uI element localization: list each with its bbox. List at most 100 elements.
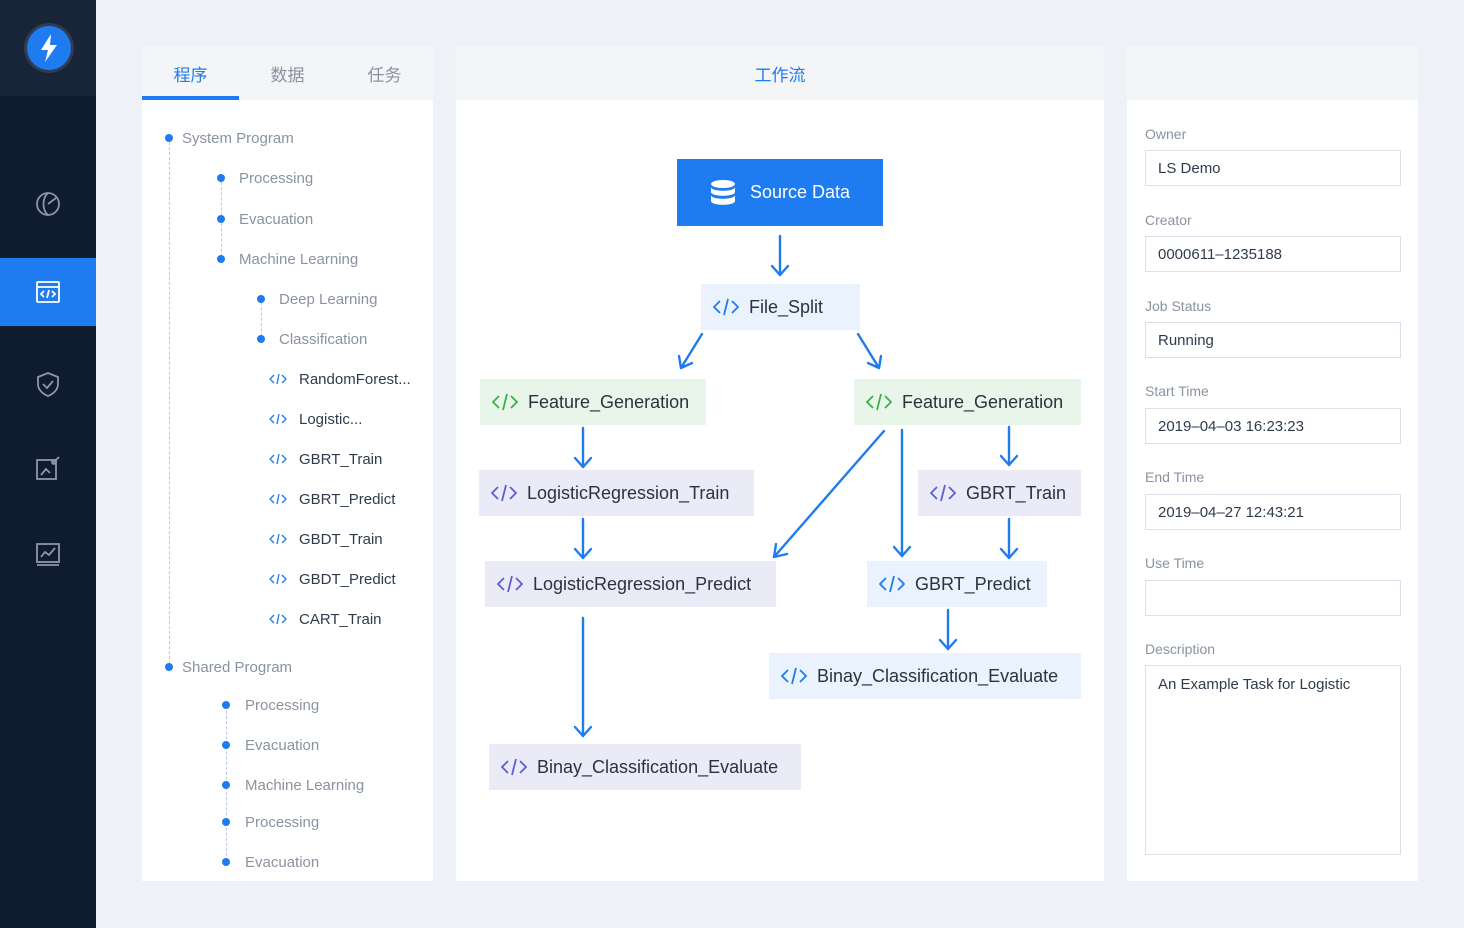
tree-line [169, 142, 170, 664]
node-eval-left[interactable]: Binay_Classification_Evaluate [489, 744, 801, 790]
node-feature-generation-right[interactable]: Feature_Generation [854, 379, 1081, 425]
program-panel: 程序 数据 任务 System Program Processing Evacu… [142, 46, 433, 881]
code-icon [269, 533, 287, 545]
code-icon [501, 758, 527, 776]
tree-item[interactable]: Classification [279, 330, 368, 348]
node-lr-predict[interactable]: LogisticRegression_Predict [485, 561, 776, 607]
shield-check-icon [37, 372, 59, 397]
status-label: Job Status [1145, 298, 1212, 314]
tree-item[interactable]: Processing [239, 169, 314, 187]
code-icon [492, 393, 518, 411]
tree-dot [222, 701, 230, 709]
node-eval-right[interactable]: Binay_Classification_Evaluate [769, 653, 1081, 699]
workflow-header: 工作流 [456, 46, 1104, 100]
tree-item[interactable]: Machine Learning [239, 250, 359, 268]
nav-edit[interactable] [0, 434, 96, 502]
tree-dot [165, 134, 173, 142]
creator-label: Creator [1145, 212, 1192, 228]
node-label: Source Data [749, 182, 851, 202]
tree-item[interactable]: Deep Learning [279, 290, 378, 308]
node-lr-train[interactable]: LogisticRegression_Train [479, 470, 754, 516]
node-source-data[interactable]: Source Data [677, 159, 883, 226]
tree-leaf-label: CART_Train [299, 610, 382, 628]
node-label: LogisticRegression_Train [527, 482, 730, 503]
code-icon [930, 484, 956, 502]
edge-split-to-left [677, 332, 704, 370]
tree-leaf[interactable]: RandomForest... [269, 368, 411, 390]
tree-dot [257, 335, 265, 343]
tree-leaf[interactable]: GBDT_Predict [269, 568, 396, 590]
node-label: GBRT_Train [966, 482, 1067, 503]
edge-gbrt-predict-to-eval [938, 608, 958, 651]
tree-system-program[interactable]: System Program [182, 129, 294, 147]
code-icon [269, 373, 287, 385]
tab-task[interactable]: 任务 [367, 65, 402, 85]
tree-leaf[interactable]: Logistic... [269, 408, 362, 430]
end-time-field[interactable]: 2019–04–27 12:43:21 [1145, 494, 1401, 530]
nav-dashboard[interactable] [0, 170, 96, 238]
tree-item[interactable]: Evacuation [245, 736, 320, 754]
tree-leaf[interactable]: GBDT_Train [269, 528, 383, 550]
edit-image-icon [36, 456, 60, 480]
nav-analytics[interactable] [0, 520, 96, 588]
tree-shared-program[interactable]: Shared Program [182, 658, 293, 676]
edge-fg-right-to-gbrt-train [999, 425, 1019, 467]
tree-line [261, 302, 262, 342]
description-label: Description [1145, 641, 1216, 657]
description-field[interactable]: An Example Task for Logistic [1145, 665, 1401, 855]
code-window-icon [36, 281, 60, 303]
node-label: Binay_Classification_Evaluate [537, 756, 779, 777]
tree-dot [217, 255, 225, 263]
workflow-panel: 工作流 Source Data File_Split Feature_Gener… [456, 46, 1104, 881]
status-field[interactable]: Running [1145, 322, 1401, 358]
owner-label: Owner [1145, 126, 1187, 142]
tree-item[interactable]: Processing [245, 696, 320, 714]
edge-split-to-right [856, 332, 883, 370]
code-icon [497, 575, 523, 593]
code-icon [269, 453, 287, 465]
active-tab-indicator [142, 96, 239, 100]
tab-program[interactable]: 程序 [173, 65, 208, 85]
node-label: Feature_Generation [528, 391, 690, 412]
node-file-split[interactable]: File_Split [701, 284, 860, 330]
end-time-label: End Time [1145, 469, 1205, 485]
start-time-field[interactable]: 2019–04–03 16:23:23 [1145, 408, 1401, 444]
tree-dot [222, 818, 230, 826]
use-time-field[interactable] [1145, 580, 1401, 616]
tree-leaf[interactable]: GBRT_Train [269, 448, 382, 470]
tree-leaf-label: GBDT_Train [299, 530, 383, 548]
creator-field[interactable]: 0000611–1235188 [1145, 236, 1401, 272]
edge-source-to-split [770, 234, 790, 277]
chart-icon [36, 543, 60, 566]
tab-data[interactable]: 数据 [270, 65, 305, 85]
tree-leaf[interactable]: GBRT_Predict [269, 488, 395, 510]
node-feature-generation-left[interactable]: Feature_Generation [480, 379, 706, 425]
tree-item[interactable]: Evacuation [239, 210, 314, 228]
side-nav [0, 0, 96, 928]
node-gbrt-train[interactable]: GBRT_Train [918, 470, 1081, 516]
tree-leaf[interactable]: CART_Train [269, 608, 382, 630]
tree-leaf-label: GBRT_Predict [299, 490, 396, 508]
use-time-label: Use Time [1145, 555, 1205, 571]
node-gbrt-predict[interactable]: GBRT_Predict [867, 561, 1047, 607]
node-label: File_Split [749, 296, 824, 317]
nav-security[interactable] [0, 350, 96, 418]
workflow-title: 工作流 [754, 65, 806, 85]
tree-item[interactable]: Evacuation [245, 853, 320, 871]
tree-dot [222, 741, 230, 749]
code-icon [269, 413, 287, 425]
nav-programs[interactable] [0, 258, 96, 326]
logo[interactable] [0, 0, 96, 96]
tree-item[interactable]: Processing [245, 813, 320, 831]
edge-lr-train-to-lr-predict [573, 517, 593, 560]
tree-leaf-label: RandomForest... [299, 370, 411, 388]
tree-dot [217, 215, 225, 223]
code-icon [713, 298, 739, 316]
owner-field[interactable]: LS Demo [1145, 150, 1401, 186]
tree-item[interactable]: Machine Learning [245, 776, 365, 794]
workflow-edges [573, 234, 1019, 738]
database-icon [710, 179, 735, 205]
code-icon [866, 393, 892, 411]
tree-dot [222, 858, 230, 866]
node-label: LogisticRegression_Predict [533, 573, 752, 594]
